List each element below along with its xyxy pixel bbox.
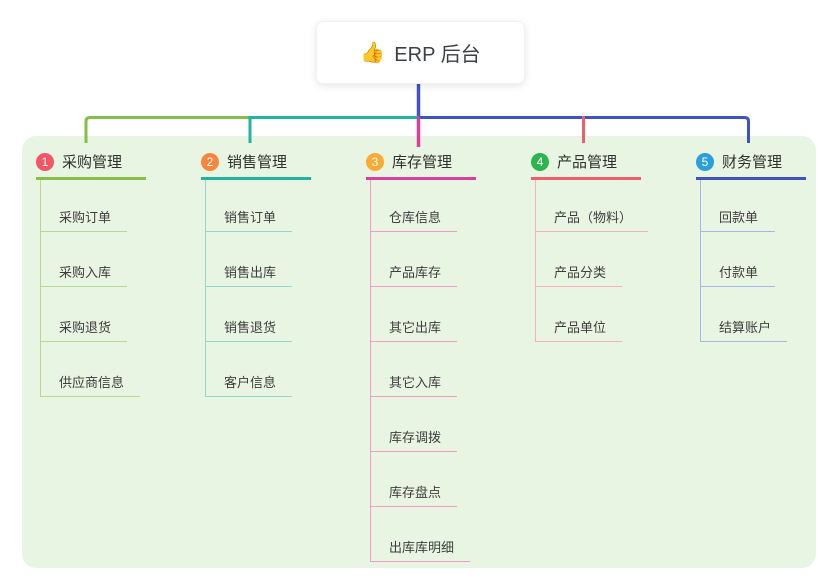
branch-label: 产品管理 xyxy=(557,154,618,171)
branch-label: 销售管理 xyxy=(227,154,288,171)
branch: 1 采购管理 采购订单采购入库采购退货供应商信息 xyxy=(36,147,146,397)
child-node[interactable]: 产品（物料） xyxy=(536,180,649,232)
mindmap-panel xyxy=(22,136,816,568)
branch-number-badge: 5 xyxy=(696,152,714,171)
child-label: 出库库明细 xyxy=(389,540,455,556)
child-node[interactable]: 销售订单 xyxy=(206,180,293,232)
child-node[interactable]: 付款单 xyxy=(701,232,775,287)
branch: 5 财务管理 回款单付款单结算账户 xyxy=(696,147,806,342)
child-label: 库存盘点 xyxy=(389,485,442,501)
child-node[interactable]: 供应商信息 xyxy=(41,342,141,397)
branch: 4 产品管理 产品（物料） 产品分类产品单位 xyxy=(531,147,649,342)
child-label: 采购入库 xyxy=(59,265,112,281)
child-node[interactable]: 库存调拨 xyxy=(371,397,458,452)
child-node[interactable]: 产品库存 xyxy=(371,232,458,287)
branch-children: 采购订单采购入库采购退货供应商信息 xyxy=(40,180,141,397)
child-node[interactable]: 库存盘点 xyxy=(371,452,458,507)
branch-children: 产品（物料） 产品分类产品单位 xyxy=(535,180,649,342)
child-label: 付款单 xyxy=(719,265,759,281)
branch-children: 回款单付款单结算账户 xyxy=(700,180,788,342)
child-label: 结算账户 xyxy=(719,320,772,336)
child-label: 其它出库 xyxy=(389,320,442,336)
branch-node[interactable]: 4 产品管理 xyxy=(531,147,641,180)
child-node[interactable]: 采购入库 xyxy=(41,232,128,287)
child-label: 回款单 xyxy=(719,210,759,226)
child-node[interactable]: 采购订单 xyxy=(41,180,128,232)
child-node[interactable]: 产品分类 xyxy=(536,232,623,287)
branch-node[interactable]: 2 销售管理 xyxy=(201,147,311,180)
branch: 2 销售管理 销售订单销售出库销售退货客户信息 xyxy=(201,147,311,397)
child-label: 仓库信息 xyxy=(389,210,442,226)
child-label: 其它入库 xyxy=(389,375,442,391)
root-label: ERP 后台 xyxy=(394,44,481,66)
child-label: 产品单位 xyxy=(554,320,607,336)
child-node[interactable]: 销售退货 xyxy=(206,287,293,342)
child-label: 供应商信息 xyxy=(59,375,125,391)
branch-children: 仓库信息产品库存其它出库其它入库库存调拨库存盘点出库库明细 xyxy=(370,180,471,562)
branch-node[interactable]: 1 采购管理 xyxy=(36,147,146,180)
child-node[interactable]: 出库库明细 xyxy=(371,507,471,562)
branch-number-badge: 3 xyxy=(366,152,384,171)
child-label: 产品（物料） xyxy=(554,210,633,226)
branch-node[interactable]: 3 库存管理 xyxy=(366,147,476,180)
child-node[interactable]: 结算账户 xyxy=(701,287,788,342)
child-node[interactable]: 其它出库 xyxy=(371,287,458,342)
branch-node[interactable]: 5 财务管理 xyxy=(696,147,806,180)
child-node[interactable]: 销售出库 xyxy=(206,232,293,287)
child-label: 销售出库 xyxy=(224,265,277,281)
child-label: 产品库存 xyxy=(389,265,442,281)
child-label: 销售订单 xyxy=(224,210,277,226)
branch: 3 库存管理 仓库信息产品库存其它出库其它入库库存调拨库存盘点出库库明细 xyxy=(366,147,476,562)
root-node[interactable]: 👍 ERP 后台 xyxy=(316,21,525,84)
thumbs-up-icon: 👍 xyxy=(360,42,386,64)
branch-label: 采购管理 xyxy=(62,154,123,171)
child-node[interactable]: 产品单位 xyxy=(536,287,623,342)
child-label: 产品分类 xyxy=(554,265,607,281)
branch-children: 销售订单销售出库销售退货客户信息 xyxy=(205,180,293,397)
child-label: 采购订单 xyxy=(59,210,112,226)
child-node[interactable]: 采购退货 xyxy=(41,287,128,342)
child-label: 库存调拨 xyxy=(389,430,442,446)
branch-number-badge: 4 xyxy=(531,152,549,171)
child-node[interactable]: 客户信息 xyxy=(206,342,293,397)
child-node[interactable]: 仓库信息 xyxy=(371,180,458,232)
child-node[interactable]: 其它入库 xyxy=(371,342,458,397)
child-label: 采购退货 xyxy=(59,320,112,336)
child-label: 客户信息 xyxy=(224,375,277,391)
branch-label: 财务管理 xyxy=(722,154,783,171)
branch-number-badge: 1 xyxy=(36,152,54,171)
child-node[interactable]: 回款单 xyxy=(701,180,775,232)
branch-label: 库存管理 xyxy=(392,154,453,171)
child-label: 销售退货 xyxy=(224,320,277,336)
branch-number-badge: 2 xyxy=(201,152,219,171)
